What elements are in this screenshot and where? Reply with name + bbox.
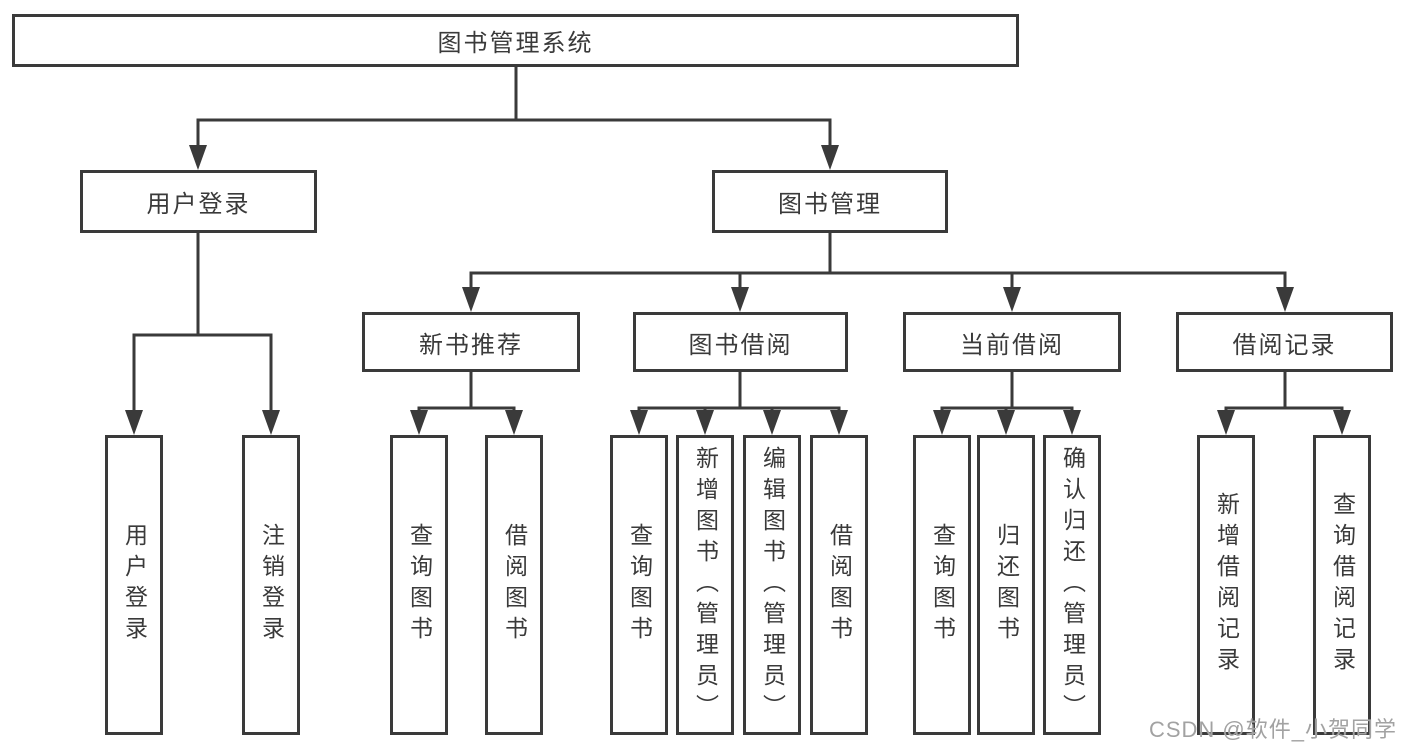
node-current-borrowing-label: 当前借阅	[960, 331, 1064, 359]
leaf-user-login-label: 用户登录	[121, 523, 148, 647]
arrowhead-icon	[410, 410, 428, 435]
node-borrowing-records-label: 借阅记录	[1232, 331, 1337, 359]
leaf-records-add-borrow-record-label: 新增借阅记录	[1213, 492, 1240, 678]
arrowhead-icon	[933, 410, 951, 435]
arrowhead-icon	[731, 287, 749, 312]
leaf-current-query-books: 查询图书	[913, 435, 971, 735]
connector-level1-rail	[196, 118, 832, 150]
leaf-current-confirm-return-admin-label: 确认归还（管理员）	[1059, 445, 1086, 725]
node-user-login-branch: 用户登录	[80, 170, 317, 233]
leaf-records-add-borrow-record: 新增借阅记录	[1197, 435, 1255, 735]
node-borrowing-records: 借阅记录	[1176, 312, 1393, 372]
connector-mgmt-stem	[469, 233, 1287, 293]
connector-records-rail	[1224, 372, 1344, 416]
node-current-borrowing: 当前借阅	[903, 312, 1121, 372]
csdn-watermark: CSDN @软件_小贺同学	[1148, 717, 1397, 742]
node-new-book-recommend: 新书推荐	[362, 312, 580, 372]
leaf-recommend-borrow-books: 借阅图书	[485, 435, 543, 735]
leaf-current-confirm-return-admin: 确认归还（管理员）	[1043, 435, 1101, 735]
arrowhead-icon	[830, 410, 848, 435]
leaf-records-query-borrow-record: 查询借阅记录	[1313, 435, 1371, 735]
arrowhead-icon	[763, 410, 781, 435]
leaf-recommend-borrow-books-label: 借阅图书	[501, 523, 528, 647]
arrowhead-icon	[125, 410, 143, 435]
arrowhead-icon	[1276, 287, 1294, 312]
arrowhead-icon	[821, 145, 839, 170]
node-book-borrowing: 图书借阅	[633, 312, 848, 372]
leaf-current-return-books: 归还图书	[977, 435, 1035, 735]
arrowhead-icon	[262, 410, 280, 435]
node-book-borrowing-label: 图书借阅	[688, 331, 793, 359]
arrowhead-icon	[189, 145, 207, 170]
leaf-user-login: 用户登录	[105, 435, 163, 735]
leaf-recommend-query-books: 查询图书	[390, 435, 448, 735]
connector-recommend-rail	[417, 372, 516, 416]
leaf-borrowing-query-books: 查询图书	[610, 435, 668, 735]
leaf-borrowing-query-books-label: 查询图书	[626, 523, 653, 647]
leaf-recommend-query-books-label: 查询图书	[406, 523, 433, 647]
connector-borrowing-rail	[637, 372, 841, 416]
arrowhead-icon	[696, 410, 714, 435]
leaf-borrowing-edit-books-admin-label: 编辑图书（管理员）	[759, 445, 786, 725]
arrowhead-icon	[1333, 410, 1351, 435]
leaf-logout: 注销登录	[242, 435, 300, 735]
leaf-current-return-books-label: 归还图书	[993, 523, 1020, 647]
connector-login-stem	[132, 233, 273, 414]
leaf-borrowing-edit-books-admin: 编辑图书（管理员）	[743, 435, 801, 735]
arrowhead-icon	[1063, 410, 1081, 435]
node-new-book-recommend-label: 新书推荐	[419, 331, 523, 359]
node-root-system: 图书管理系统	[12, 14, 1019, 67]
leaf-borrowing-borrow-books: 借阅图书	[810, 435, 868, 735]
arrowhead-icon	[630, 410, 648, 435]
connector-current-rail	[940, 372, 1074, 416]
leaf-records-query-borrow-record-label: 查询借阅记录	[1329, 492, 1356, 678]
arrowhead-icon	[505, 410, 523, 435]
leaf-logout-label: 注销登录	[258, 523, 285, 647]
leaf-borrowing-add-books-admin-label: 新增图书（管理员）	[692, 445, 719, 725]
node-root-system-label: 图书管理系统	[437, 30, 594, 57]
leaf-borrowing-borrow-books-label: 借阅图书	[826, 523, 853, 647]
arrowhead-icon	[1003, 287, 1021, 312]
leaf-borrowing-add-books-admin: 新增图书（管理员）	[676, 435, 734, 735]
arrowhead-icon	[462, 287, 480, 312]
node-book-management-branch-label: 图书管理	[778, 191, 882, 218]
leaf-current-query-books-label: 查询图书	[929, 523, 956, 647]
node-book-management-branch: 图书管理	[712, 170, 948, 233]
arrowhead-icon	[1217, 410, 1235, 435]
node-user-login-branch-label: 用户登录	[146, 191, 251, 218]
arrowhead-icon	[997, 410, 1015, 435]
